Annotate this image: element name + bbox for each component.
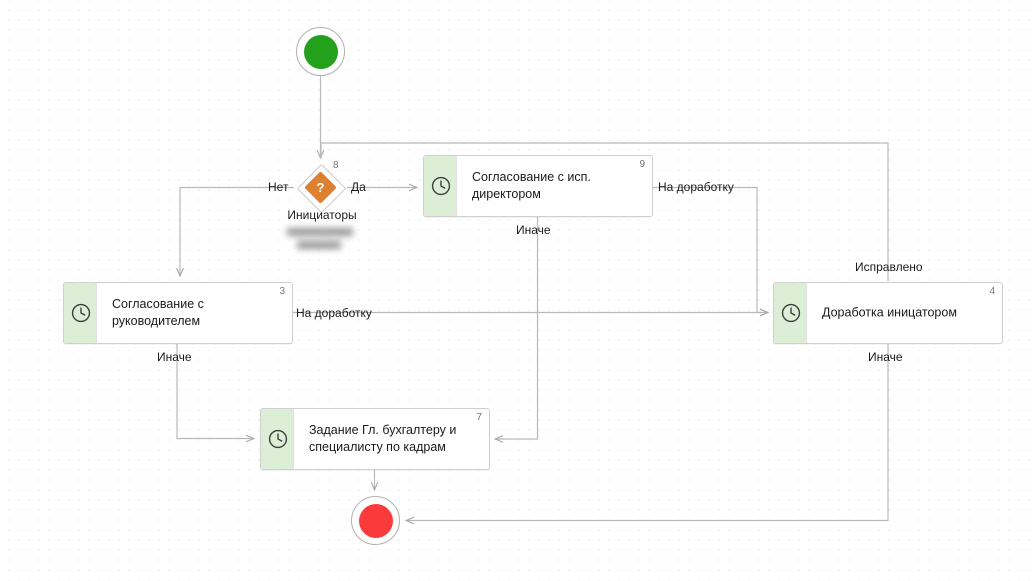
task-soglasovanie-s-isp-direktorom[interactable]: 9 Согласование с исп. директором: [423, 155, 653, 217]
end-event-fill: [358, 503, 393, 538]
edge-task9-nadorabotku-to-task4: [653, 186, 768, 313]
task-number: 3: [279, 286, 285, 297]
task-number: 4: [989, 286, 995, 297]
edge-label-inache-right: Иначе: [868, 350, 903, 364]
gateway-number: 8: [333, 160, 339, 171]
clock-icon: [781, 303, 801, 323]
gateway-inicatory[interactable]: ?: [296, 163, 347, 214]
end-event[interactable]: [351, 496, 400, 545]
edge-task9-inache-to-task7: [495, 217, 539, 439]
edge-label-da: Да: [351, 180, 366, 194]
edge-label-net: Нет: [268, 180, 289, 194]
edge-gateway-net-to-task3: [180, 186, 294, 277]
task-label: Согласование с руководителем: [112, 297, 204, 328]
question-mark-icon: ?: [316, 180, 325, 195]
task-number: 7: [476, 412, 482, 423]
task-dorabotka-inicatorom[interactable]: 4 Доработка иницатором: [773, 282, 1003, 344]
task-number: 9: [639, 159, 645, 170]
edge-label-na-dorabotku-mid: На доработку: [296, 306, 372, 320]
edge-label-inache-top: Иначе: [516, 223, 551, 237]
task-soglasovanie-s-rukovoditelem[interactable]: 3 Согласование с руководителем: [63, 282, 293, 344]
gateway-title: Инициаторы: [287, 208, 357, 222]
task-zadanie-gl-buhgalteru[interactable]: 7 Задание Гл. бухгалтеру и специалисту п…: [260, 408, 490, 470]
start-event-fill: [303, 34, 338, 69]
task-label: Задание Гл. бухгалтеру и специалисту по …: [309, 423, 457, 454]
start-event[interactable]: [296, 27, 345, 76]
clock-icon: [268, 429, 288, 449]
edge-label-na-dorabotku-top: На доработку: [658, 180, 734, 194]
edge-label-ispravleno: Исправлено: [855, 260, 923, 274]
edge-label-inache-left: Иначе: [157, 350, 192, 364]
task-label: Доработка иницатором: [822, 305, 957, 320]
gateway-redacted-text: [285, 226, 357, 252]
clock-icon: [71, 303, 91, 323]
clock-icon: [431, 176, 451, 196]
task-label: Согласование с исп. директором: [472, 170, 591, 201]
